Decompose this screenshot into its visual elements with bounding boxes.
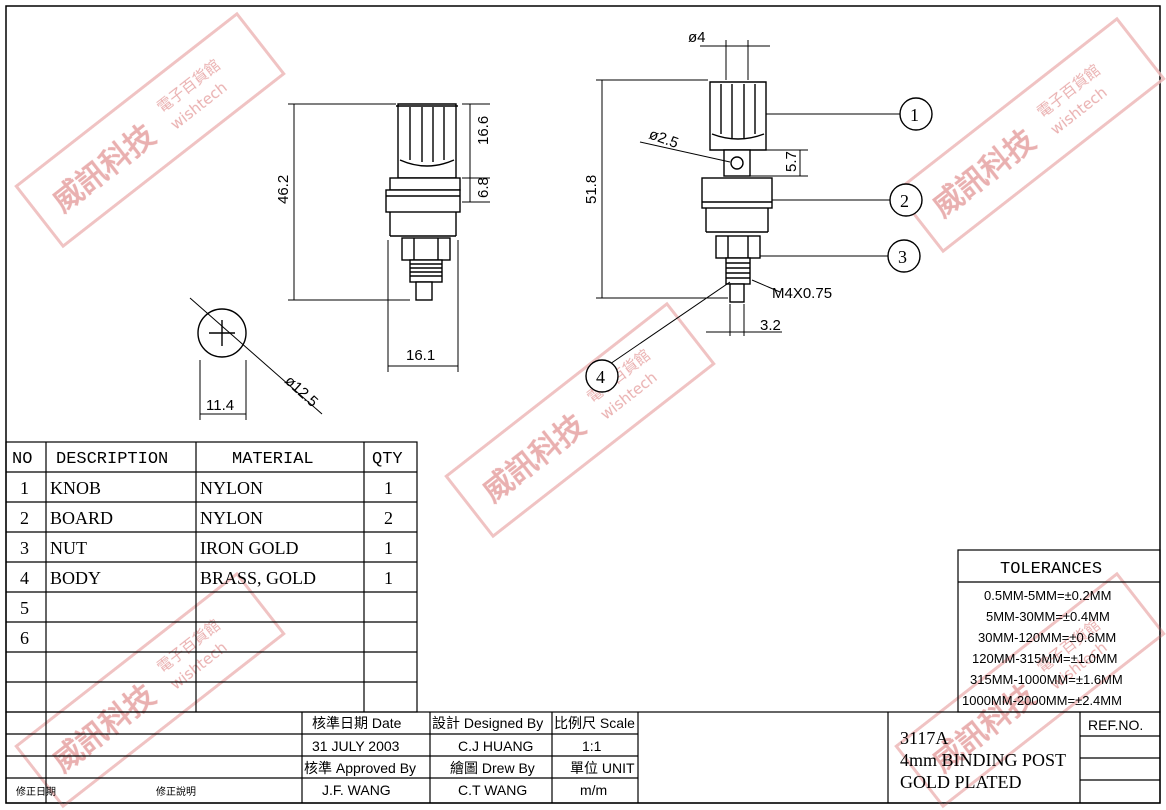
watermark-stamp: 威訊科技 電子百貨館 wishtech <box>894 16 1166 254</box>
bom-cell-qty: 1 <box>384 478 393 498</box>
balloon-label: 1 <box>910 105 919 125</box>
bom-cell-desc: BOARD <box>50 508 113 528</box>
watermark-text: 威訊科技 <box>926 123 1042 224</box>
bom-table <box>5 441 418 713</box>
tolerance-line: 1000MM-2000MM=±2.4MM <box>962 693 1122 708</box>
front-view-right <box>585 40 933 393</box>
bom-cell-desc: NUT <box>50 538 87 558</box>
dim-overall-height-right: 51.8 <box>583 175 600 204</box>
date-value: 31 JULY 2003 <box>312 738 400 754</box>
watermark-stamp: 威訊科技 電子百貨館 wishtech <box>444 301 716 539</box>
designed-label: 設計 Designed By <box>432 715 543 731</box>
designed-value: C.J HUANG <box>458 738 533 754</box>
tolerance-line: 315MM-1000MM=±1.6MM <box>970 672 1123 687</box>
tolerance-line: 120MM-315MM=±1.0MM <box>972 651 1117 666</box>
bom-header: QTY <box>372 450 403 469</box>
bom-cell-mat: NYLON <box>200 478 263 498</box>
dim-circle-diameter: ø12.5 <box>281 372 321 410</box>
balloon-label: 2 <box>900 191 909 211</box>
drew-label: 繪圖 Drew By <box>450 760 535 776</box>
approved-value: J.F. WANG <box>322 782 391 798</box>
balloon-label: 3 <box>898 247 907 267</box>
dim-circle-width: 11.4 <box>206 397 234 414</box>
tolerance-line: 30MM-120MM=±0.6MM <box>978 630 1116 645</box>
dim-hole-height: 5.7 <box>783 151 800 172</box>
bom-cell-desc: BODY <box>50 568 101 588</box>
title-block <box>5 711 1161 804</box>
bom-cell-qty: 1 <box>384 568 393 588</box>
dim-knob-height: 16.6 <box>475 116 492 145</box>
bom-cell-no: 5 <box>20 598 29 618</box>
balloon-label: 4 <box>596 367 605 387</box>
bom-cell-no: 6 <box>20 628 29 648</box>
dim-board-width: 16.1 <box>406 347 435 364</box>
dim-hole-diameter: ø2.5 <box>647 126 681 152</box>
part-description-line-1: 4mm BINDING POST <box>900 750 1066 770</box>
tolerances-title: TOLERANCES <box>1000 560 1102 579</box>
ref-no-label: REF.NO. <box>1088 717 1143 733</box>
bom-header: MATERIAL <box>232 450 314 469</box>
bom-cell-mat: BRASS, GOLD <box>200 568 316 588</box>
scale-value: 1:1 <box>582 738 602 754</box>
scale-label: 比例尺 Scale <box>554 715 635 731</box>
watermark-text: 威訊科技 <box>46 118 162 219</box>
top-view-circle <box>189 297 323 420</box>
bom-cell-no: 1 <box>20 478 29 498</box>
part-number: 3117A <box>900 728 948 748</box>
bom-header: NO <box>12 450 32 469</box>
bom-cell-no: 2 <box>20 508 29 528</box>
dim-overall-height-left: 46.2 <box>275 175 292 204</box>
tolerance-line: 0.5MM-5MM=±0.2MM <box>984 588 1111 603</box>
watermark-stamp: 威訊科技 電子百貨館 wishtech <box>14 11 286 249</box>
dim-thread: M4X0.75 <box>772 285 832 302</box>
revision-desc-label: 修正說明 <box>156 785 196 798</box>
bom-cell-mat: NYLON <box>200 508 263 528</box>
date-label: 核準日期 Date <box>312 715 402 731</box>
watermark-text: 威訊科技 <box>476 408 592 509</box>
front-view-left <box>288 103 490 372</box>
bom-header: DESCRIPTION <box>56 450 168 469</box>
watermark-stamp: 威訊科技 電子百貨館 wishtech <box>14 571 286 809</box>
tolerance-line: 5MM-30MM=±0.4MM <box>986 609 1110 624</box>
bom-cell-no: 4 <box>20 568 29 588</box>
watermark-group: 威訊科技 電子百貨館 wishtech 威訊科技 電子百貨館 wishtech … <box>14 11 1166 809</box>
approved-label: 核準 Approved By <box>304 760 416 776</box>
dim-post-diameter: ø4 <box>688 29 706 46</box>
dim-board-height: 6.8 <box>475 177 492 198</box>
revision-date-label: 修正日期 <box>16 785 56 798</box>
bom-cell-qty: 2 <box>384 508 393 528</box>
dim-pin-width: 3.2 <box>760 317 781 334</box>
bom-cell-mat: IRON GOLD <box>200 538 299 558</box>
unit-value: m/m <box>580 782 607 798</box>
bom-cell-qty: 1 <box>384 538 393 558</box>
part-description-line-2: GOLD PLATED <box>900 772 1022 792</box>
bom-cell-desc: KNOB <box>50 478 101 498</box>
bom-cell-no: 3 <box>20 538 29 558</box>
drew-value: C.T WANG <box>458 782 527 798</box>
watermark-text: 威訊科技 <box>46 678 162 779</box>
unit-label: 單位 UNIT <box>570 760 635 776</box>
